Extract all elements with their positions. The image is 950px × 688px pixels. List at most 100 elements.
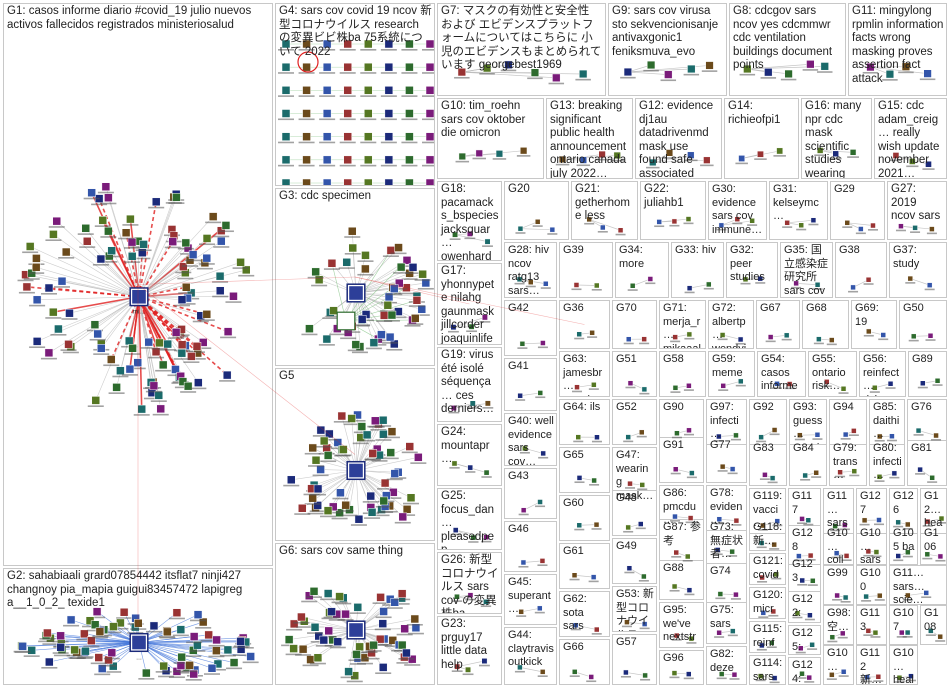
hub-node-image-g6 bbox=[349, 623, 363, 637]
group-label-g97: G97: infecti… less… bbox=[710, 401, 744, 445]
node-g1-80-label-mark bbox=[174, 305, 190, 307]
node-g4-44 bbox=[364, 156, 372, 164]
node-g43-0 bbox=[521, 508, 526, 513]
node-g4-30 bbox=[405, 110, 413, 118]
node-g5-2 bbox=[381, 479, 389, 487]
node-g5-34-label-mark bbox=[402, 452, 418, 454]
node-g1-30 bbox=[193, 342, 201, 350]
node-g1-71-label-mark bbox=[63, 352, 79, 354]
node-g21-2 bbox=[618, 228, 623, 233]
node-g1-25-label-mark bbox=[100, 236, 116, 238]
node-g9-0 bbox=[624, 68, 632, 76]
group-cell-g20: G20 bbox=[504, 181, 569, 240]
node-g9-1 bbox=[647, 61, 655, 69]
node-g4-10 bbox=[323, 63, 331, 71]
node-g1-53 bbox=[97, 344, 105, 352]
node-g6-9-label-mark bbox=[286, 629, 302, 631]
node-g4-21-label-mark bbox=[381, 95, 397, 97]
node-g3-37 bbox=[330, 307, 338, 315]
node-g5-45 bbox=[358, 423, 366, 431]
node-g4-34-label-mark bbox=[319, 142, 335, 144]
node-g61-0-label-mark bbox=[570, 579, 580, 581]
group-cell-g22: G22: juliahb1 bbox=[640, 181, 706, 240]
edge-g42-1 bbox=[522, 343, 543, 344]
node-g1-78 bbox=[178, 341, 186, 349]
node-g4-45-label-mark bbox=[381, 165, 397, 167]
group-cell-g51: G51 bbox=[612, 351, 657, 397]
node-g100-0-label-mark bbox=[861, 600, 871, 602]
node-g6-24-label-mark bbox=[376, 616, 392, 618]
node-g108-1-label-mark bbox=[935, 640, 945, 642]
node-g5-58 bbox=[338, 412, 346, 420]
node-g66-0 bbox=[572, 669, 577, 674]
node-g6-43-label-mark bbox=[330, 647, 346, 649]
node-g2-33-label-mark bbox=[186, 642, 202, 644]
node-g3-20 bbox=[380, 311, 388, 319]
group-label-g5: G5 bbox=[279, 370, 432, 384]
node-g27-1-label-mark bbox=[910, 231, 920, 233]
group-cell-g25: G25: focus_dan… pleasedpep christinem… bbox=[437, 488, 502, 550]
node-g2-47-label-mark bbox=[53, 652, 69, 654]
node-g5-12-label-mark bbox=[363, 501, 379, 503]
group-label-g70: G70 bbox=[616, 302, 654, 316]
node-g20-1 bbox=[535, 219, 540, 224]
node-g3-32-label-mark bbox=[329, 334, 345, 336]
node-g3-23 bbox=[397, 263, 405, 271]
node-g65-0 bbox=[577, 475, 582, 480]
group-cell-g43: G43 bbox=[504, 468, 557, 519]
node-g1-90-label-mark bbox=[165, 247, 181, 249]
node-g43-1 bbox=[538, 499, 543, 504]
node-g36-0 bbox=[577, 332, 582, 337]
node-g2-26-label-mark bbox=[105, 671, 121, 673]
node-g3-17-label-mark bbox=[366, 348, 382, 350]
node-g6-13-label-mark bbox=[301, 601, 317, 603]
node-g3-31 bbox=[305, 325, 313, 333]
node-g2-61-label-mark bbox=[39, 638, 55, 640]
node-g70-0-label-mark bbox=[624, 343, 634, 345]
node-g9-3-label-mark bbox=[684, 74, 700, 76]
node-g5-59-label-mark bbox=[316, 446, 332, 448]
node-g4-42-label-mark bbox=[319, 165, 335, 167]
node-g33-1-label-mark bbox=[704, 288, 714, 290]
group-cell-g125: G125: people bbox=[788, 625, 821, 655]
node-g5-24-label-mark bbox=[305, 503, 321, 505]
group-label-g41: G41 bbox=[508, 360, 554, 374]
group-label-g105: G105 ba bbox=[893, 527, 915, 554]
node-g4-30-label-mark bbox=[401, 119, 417, 121]
node-g34-1 bbox=[648, 276, 653, 281]
node-g96-1-label-mark bbox=[684, 678, 694, 680]
node-g6-14-label-mark bbox=[341, 677, 357, 679]
node-g1-80 bbox=[178, 296, 186, 304]
node-g4-52 bbox=[364, 179, 372, 186]
node-g64-1 bbox=[594, 435, 599, 440]
node-g83-0-label-mark bbox=[760, 478, 770, 480]
group-label-g54: G54: casos informe… bbox=[761, 353, 803, 397]
node-g65-1-label-mark bbox=[589, 484, 599, 486]
node-g42-0-label-mark bbox=[517, 347, 527, 349]
node-g1-75 bbox=[138, 405, 146, 413]
node-g50-0 bbox=[911, 334, 916, 339]
node-g89-0 bbox=[920, 381, 925, 386]
group-cell-g8: G8: cdcgov sars ncov yes cdcmmwr cdc ven… bbox=[729, 3, 846, 96]
node-g41-0 bbox=[518, 393, 523, 398]
node-g126-0 bbox=[896, 520, 901, 525]
node-g4-55 bbox=[426, 179, 434, 186]
node-g5-4 bbox=[287, 476, 295, 484]
edge-g9-2 bbox=[628, 72, 668, 75]
group-label-g129: G12… hea… bbox=[924, 490, 944, 534]
node-g1-48-label-mark bbox=[41, 293, 57, 295]
node-g1-97-label-mark bbox=[180, 391, 196, 393]
group-label-g39: G39 bbox=[563, 244, 610, 258]
node-g9-2 bbox=[664, 71, 672, 79]
node-g29-1-label-mark bbox=[856, 233, 866, 235]
node-g1-14-label-mark bbox=[18, 280, 34, 282]
node-g2-6-label-mark bbox=[42, 643, 58, 645]
node-g2-48-label-mark bbox=[226, 668, 242, 670]
node-g57-1-label-mark bbox=[640, 679, 650, 681]
node-g4-41-label-mark bbox=[299, 165, 315, 167]
group-label-g89: G89 bbox=[912, 353, 944, 367]
node-g2-36-label-mark bbox=[94, 674, 110, 676]
group-label-g24: G24: mountapr… bbox=[441, 426, 499, 467]
node-g29-2 bbox=[870, 223, 875, 228]
